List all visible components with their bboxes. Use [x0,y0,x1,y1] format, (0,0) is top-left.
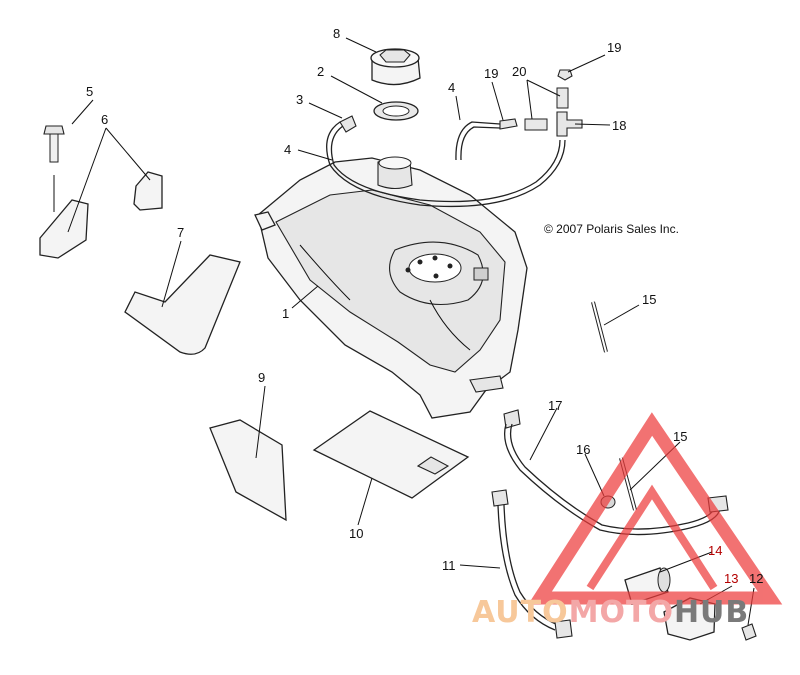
pad-bottom [312,410,470,499]
watermark-moto: MOTO [569,595,674,630]
nut [741,623,757,641]
callout-19-left: 19 [484,66,498,81]
bracket-right [133,171,163,211]
watermark-auto: AUTO [472,595,569,630]
callout-1: 1 [282,306,289,321]
callout-17: 17 [548,398,562,413]
callout-7: 7 [177,225,184,240]
watermark-hub: HUB [674,595,749,630]
callout-15-upper: 15 [642,292,656,307]
watermark-logo [528,412,783,605]
callout-4-left: 4 [284,142,291,157]
callout-15-lower: 15 [673,429,687,444]
pad-panel [209,419,287,522]
bolt [43,125,65,212]
callout-12: 12 [749,571,763,586]
watermark-triangle [528,412,783,605]
callout-20: 20 [512,64,526,79]
hose-clip [339,115,357,133]
fuel-line-11 [491,489,573,639]
callout-19-right: 19 [607,40,621,55]
callout-10: 10 [349,526,363,541]
watermark-triangle-inner [586,484,718,591]
callout-2: 2 [317,64,324,79]
gasket [373,101,419,121]
fuel-tank [254,156,528,419]
bracket-left [39,199,89,259]
callout-8: 8 [333,26,340,41]
svg-text:AUTOMOTOHUB: AUTOMOTOHUB [472,595,749,630]
vent-fittings [499,69,583,137]
callout-11: 11 [442,558,456,573]
callout-14: 14 [708,543,722,558]
callout-4-top: 4 [448,80,455,95]
copyright-notice: © 2007 Polaris Sales Inc. [544,222,679,236]
callout-16: 16 [576,442,590,457]
rod-upper [591,301,608,353]
callout-13: 13 [724,571,738,586]
callout-5: 5 [86,84,93,99]
callout-3: 3 [296,92,303,107]
callouts: 8 2 3 4 4 5 6 7 1 9 10 11 19 20 19 18 © … [86,26,763,586]
pad-l-shape [124,254,241,355]
callout-18: 18 [612,118,626,133]
callout-6: 6 [101,112,108,127]
vent-hose-left [326,121,566,208]
callout-9: 9 [258,370,265,385]
fuel-cap [370,48,421,86]
vent-hose-right [455,121,501,161]
